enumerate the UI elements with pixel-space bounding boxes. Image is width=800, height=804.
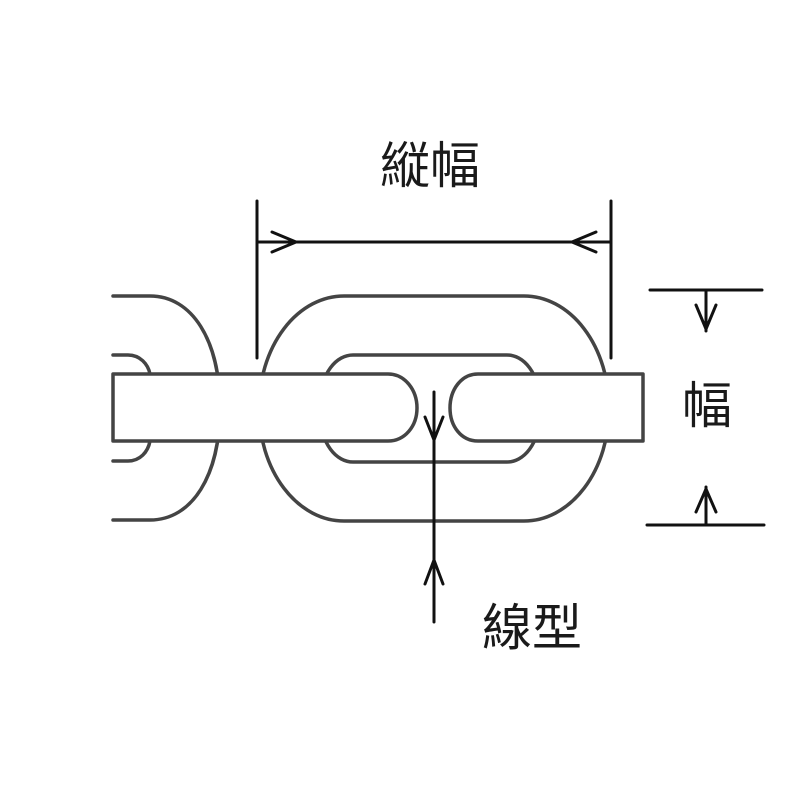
length-dimension: 縦幅 <box>255 137 613 360</box>
width-arrow-up-icon <box>694 487 718 514</box>
length-arrow-left-icon <box>270 230 298 254</box>
left-connecting-bar <box>111 372 419 443</box>
width-arrow-down-icon <box>694 303 718 331</box>
wire-diameter-dimension: 線型 <box>423 390 582 657</box>
width-dimension: 幅 <box>645 288 766 527</box>
length-label: 縦幅 <box>380 137 480 195</box>
connecting-links <box>111 372 645 443</box>
wire-diameter-label: 線型 <box>482 599 582 657</box>
right-connecting-bar <box>448 372 645 443</box>
wire-diameter-arrow-up-icon <box>423 558 445 586</box>
width-label: 幅 <box>682 377 732 435</box>
length-arrow-right-icon <box>570 230 598 254</box>
left-link-inner-outline <box>111 353 152 376</box>
left-link-inner-outline-lower <box>111 439 152 463</box>
